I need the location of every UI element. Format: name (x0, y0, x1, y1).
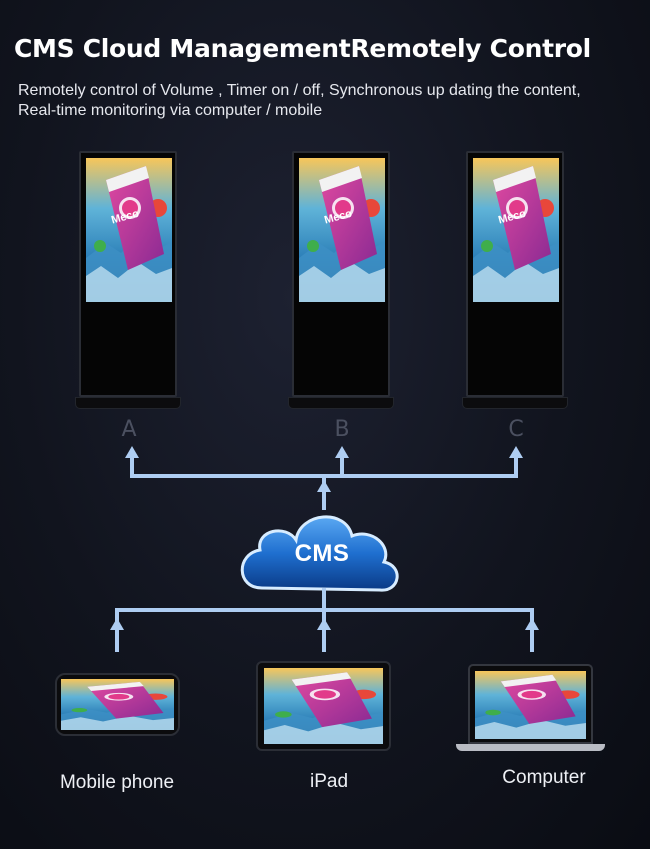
kiosk-body: Meco (466, 151, 564, 397)
kiosk-screen: Meco (473, 158, 559, 302)
ipad-label: iPad (309, 771, 349, 792)
computer-label: Computer (502, 767, 586, 788)
ad-image (264, 668, 383, 744)
page-subtitle-line2: Real-time monitoring via computer / mobi… (18, 102, 323, 119)
ad-image: Meco (473, 158, 559, 302)
mobile-phone-label: Mobile phone (59, 772, 175, 793)
kiosk-screen: Meco (86, 158, 172, 302)
ad-image: Meco (86, 158, 172, 302)
page-title: CMS Cloud ManagementRemotely Control (14, 34, 591, 63)
page-subtitle-line1: Remotely control of Volume , Timer on / … (18, 82, 581, 99)
ipad-device (256, 661, 391, 751)
bottom-arrowheads (110, 618, 539, 630)
kiosk-b-label: B (334, 417, 350, 442)
ad-image (475, 671, 586, 739)
laptop-base (456, 744, 605, 751)
kiosk-a-label: A (121, 417, 137, 442)
ad-image (61, 679, 174, 730)
cms-cloud-icon (240, 515, 399, 592)
kiosk-c-label: C (508, 417, 524, 442)
kiosk-body: Meco (79, 151, 177, 397)
kiosk-a: Meco (75, 151, 181, 411)
computer-device (468, 664, 593, 744)
kiosk-b: Meco (288, 151, 394, 411)
kiosk-body: Meco (292, 151, 390, 397)
kiosk-c: Meco (462, 151, 568, 411)
mobile-phone-device (55, 673, 180, 736)
top-arrowheads (125, 446, 523, 492)
kiosk-base (288, 397, 394, 409)
cms-label: CMS (294, 540, 350, 567)
kiosk-screen: Meco (299, 158, 385, 302)
kiosk-base (75, 397, 181, 409)
ad-image: Meco (299, 158, 385, 302)
kiosk-base (462, 397, 568, 409)
